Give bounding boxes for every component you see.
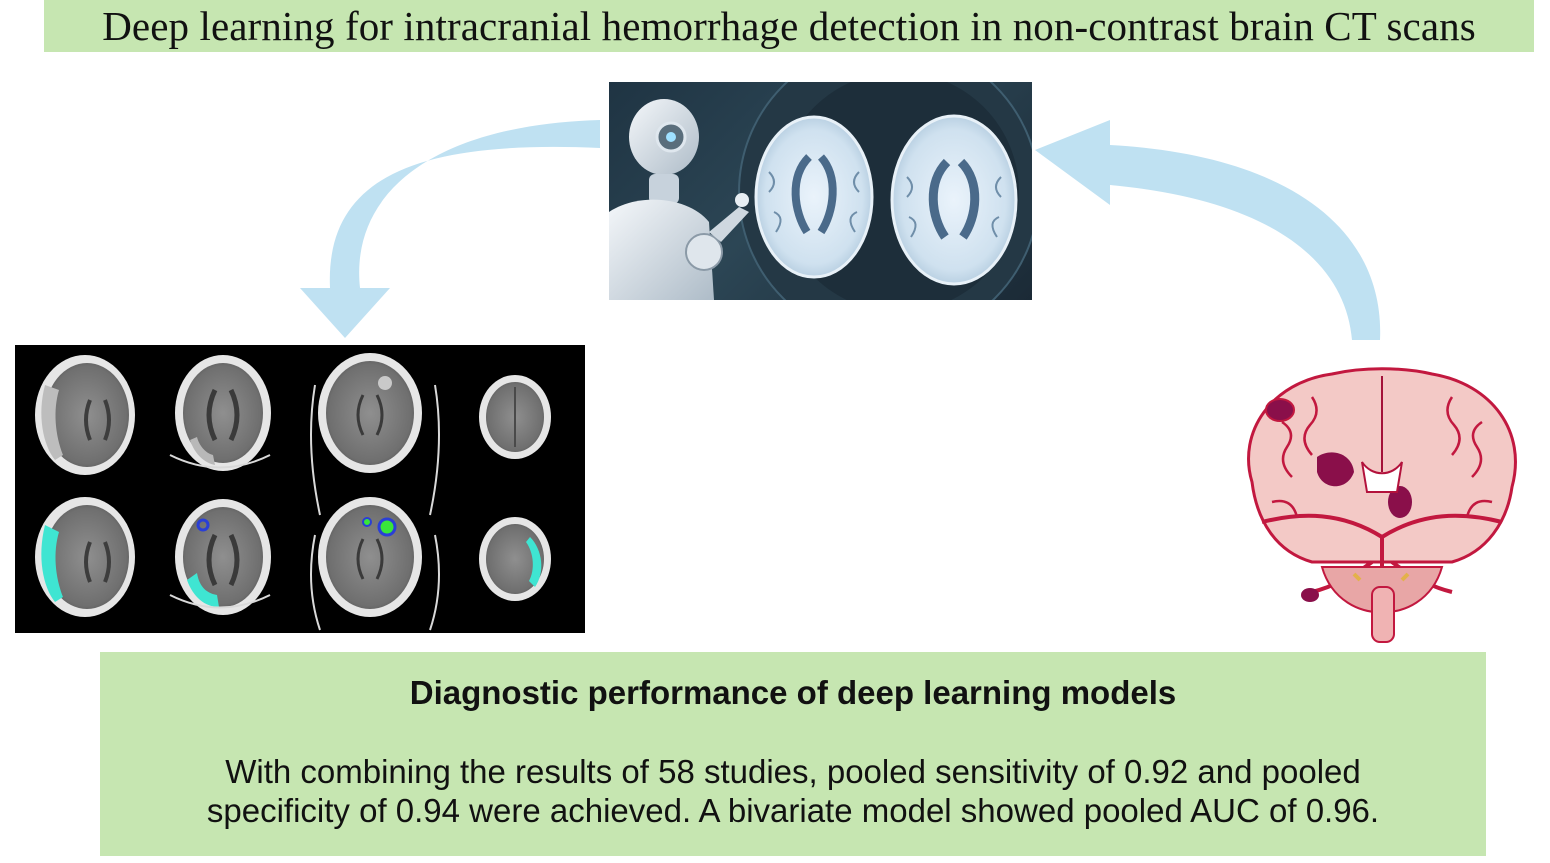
- ai-robot-image: [609, 82, 1032, 300]
- results-line-1: With combining the results of 58 studies…: [225, 753, 1361, 790]
- brain-anatomy-image: [1222, 362, 1540, 644]
- arrow-to-robot-icon: [1035, 120, 1381, 340]
- results-heading: Diagnostic performance of deep learning …: [409, 674, 1177, 711]
- results-line-2: specificity of 0.94 were achieved. A biv…: [206, 792, 1380, 829]
- ct-row-segmented: [35, 497, 551, 617]
- mri-slice-left: [754, 115, 874, 279]
- ct-scans-image: [15, 345, 585, 633]
- page-title: Deep learning for intracranial hemorrhag…: [102, 3, 1476, 49]
- results-summary: With combining the results of 58 studies…: [100, 752, 1486, 830]
- ct-row-original: [35, 353, 551, 475]
- results-panel: Diagnostic performance of deep learning …: [100, 652, 1486, 856]
- robot-figure: [609, 99, 749, 300]
- arrow-to-ct-icon: [300, 120, 600, 338]
- mri-slice-right: [890, 114, 1018, 286]
- title-banner: Deep learning for intracranial hemorrhag…: [44, 0, 1534, 52]
